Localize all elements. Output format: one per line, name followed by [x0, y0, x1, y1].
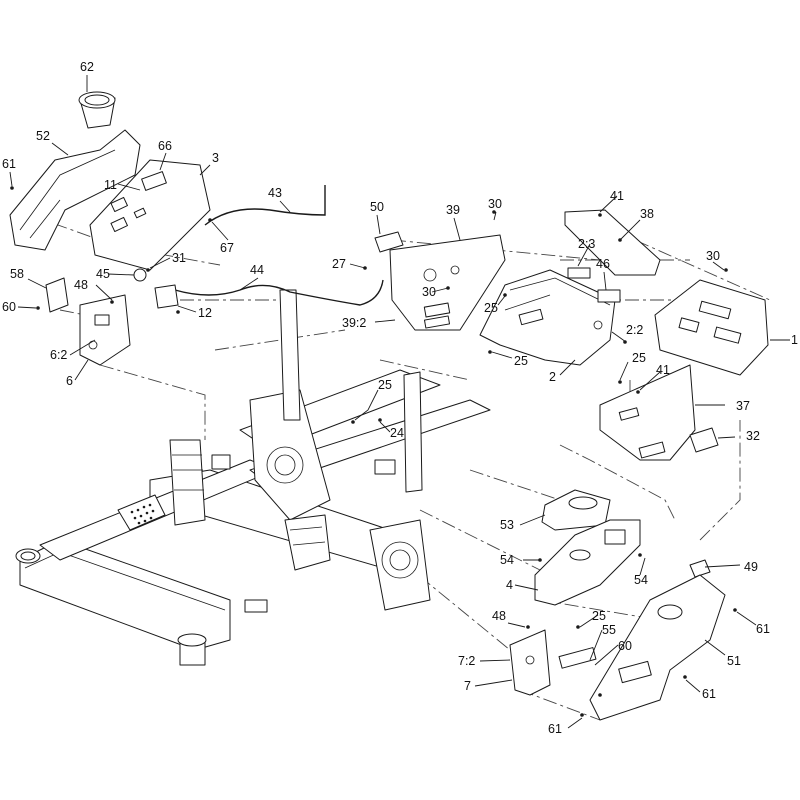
callout-66: 66	[158, 139, 172, 153]
callout-61-left: 61	[2, 157, 16, 171]
part-32-knob	[689, 427, 719, 453]
callout-6-2: 6:2	[50, 348, 67, 362]
part-6-side-panel	[79, 294, 131, 366]
part-50-knob	[374, 231, 404, 253]
part-49-knob	[689, 559, 711, 578]
callout-1: 1	[791, 333, 798, 347]
chassis-frame	[15, 289, 491, 666]
callout-11: 11	[104, 178, 117, 192]
callout-2-3: 2:3	[578, 237, 595, 251]
cables	[174, 185, 384, 306]
callout-54-left: 54	[500, 553, 514, 567]
callout-60-left: 60	[2, 300, 16, 314]
callout-24: 24	[390, 426, 404, 440]
leader-lines	[9, 75, 790, 729]
callout-3: 3	[212, 151, 219, 165]
callout-58: 58	[10, 267, 24, 281]
callout-labels: 62 52 66 3 61 11 43 67 31 45 58 48 60 12…	[2, 60, 798, 736]
callout-31: 31	[172, 251, 186, 265]
part-53-tray	[541, 489, 611, 531]
callout-32: 32	[746, 429, 760, 443]
callout-51: 51	[727, 654, 741, 668]
part-58-plate	[45, 277, 69, 313]
part-55-plate	[558, 647, 597, 669]
callout-45: 45	[96, 267, 110, 281]
cable-43	[204, 185, 326, 226]
callout-39: 39	[446, 203, 460, 217]
grate-pattern	[130, 503, 155, 525]
part-46-plate	[597, 289, 621, 303]
callout-46: 46	[596, 257, 610, 271]
callout-61-bottom: 61	[548, 722, 562, 736]
callout-2-2: 2:2	[626, 323, 643, 337]
part-51-fender	[589, 574, 726, 721]
callout-52: 52	[36, 129, 50, 143]
callout-30-a: 30	[488, 197, 502, 211]
callout-62: 62	[80, 60, 94, 74]
callout-25-b: 25	[514, 354, 528, 368]
callout-2: 2	[549, 370, 556, 384]
callout-37: 37	[736, 399, 750, 413]
part-7-panel	[509, 629, 551, 696]
callout-50: 50	[370, 200, 384, 214]
callout-30-b: 30	[422, 285, 436, 299]
callout-41-right: 41	[656, 363, 670, 377]
callout-12: 12	[198, 306, 212, 320]
callout-7: 7	[464, 679, 471, 693]
callout-61-right: 61	[756, 622, 770, 636]
callout-61-bottom-right: 61	[702, 687, 716, 701]
callout-43: 43	[268, 186, 282, 200]
part-2-large-bracket	[479, 269, 616, 366]
callout-4: 4	[506, 578, 513, 592]
callout-38: 38	[640, 207, 654, 221]
callout-44: 44	[250, 263, 264, 277]
part-2-3-plate	[567, 267, 591, 279]
callout-25-a: 25	[484, 301, 498, 315]
part-3-console-panel	[89, 159, 211, 271]
callout-48-left: 48	[74, 278, 88, 292]
callout-6: 6	[66, 374, 73, 388]
callout-39-2: 39:2	[342, 316, 366, 330]
callout-53: 53	[500, 518, 514, 532]
callout-30-c: 30	[706, 249, 720, 263]
callout-55: 55	[602, 623, 616, 637]
callout-48-bottom: 48	[492, 609, 506, 623]
fasteners	[10, 186, 737, 717]
part-39-panel	[389, 234, 506, 331]
part-12-bracket	[133, 268, 179, 309]
callout-49: 49	[744, 560, 758, 574]
part-1-right-panel	[654, 279, 769, 376]
callout-7-2: 7:2	[458, 654, 475, 668]
cable-44	[174, 279, 384, 306]
callout-54-right: 54	[634, 573, 648, 587]
callout-27: 27	[332, 257, 346, 271]
callout-25-e: 25	[592, 609, 606, 623]
part-62-cup-holder	[78, 91, 116, 129]
callout-25-c: 25	[632, 351, 646, 365]
callout-67: 67	[220, 241, 234, 255]
part-37-bracket	[599, 364, 696, 461]
part-4-console	[534, 519, 641, 606]
callout-25-d: 25	[378, 378, 392, 392]
part-52-left-console	[9, 129, 141, 251]
callout-60-bottom: 60	[618, 639, 632, 653]
callout-41-top: 41	[610, 189, 624, 203]
